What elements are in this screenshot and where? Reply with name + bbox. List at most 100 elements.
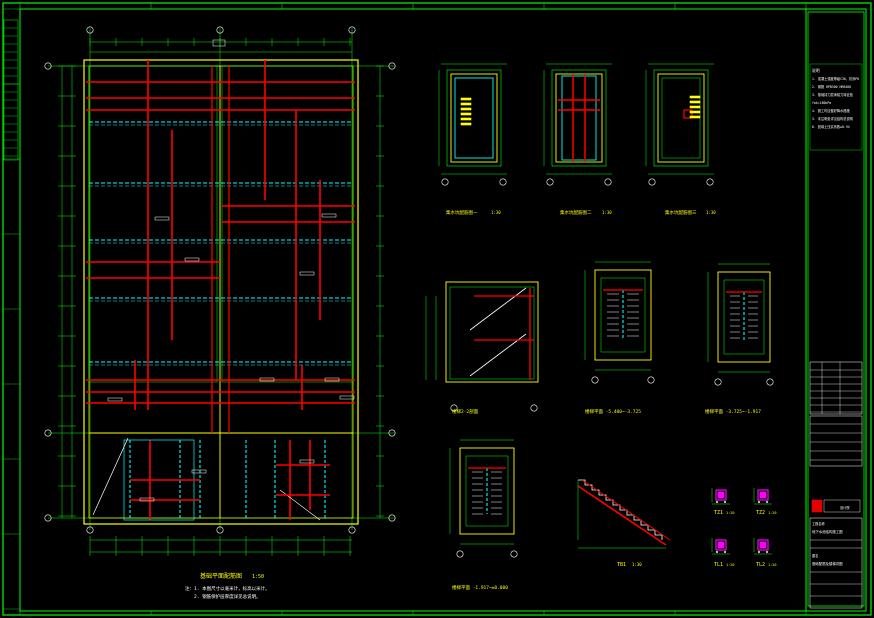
- pit-rebar-cyan: [454, 77, 494, 159]
- project-name: 地下水池结构施工图: [812, 529, 843, 534]
- grid-bubble: [499, 178, 507, 186]
- rebar-tag: [139, 497, 155, 502]
- tb1-title: TB1: [617, 562, 626, 568]
- grid-bubble: [388, 62, 396, 70]
- pit-note-mark: [460, 122, 472, 126]
- rebar-dot: [757, 550, 761, 554]
- pit-section-1-scale: 1:30: [491, 210, 501, 215]
- left-strip-table: [3, 19, 19, 161]
- note-line: 6. 回填土压实系数≥0.94: [812, 124, 850, 129]
- tl1-scale: 1:20: [726, 563, 734, 567]
- grid-bubble: [348, 526, 356, 534]
- grid-bubble: [530, 404, 538, 412]
- pit-wall: [555, 73, 603, 163]
- grid-bubble: [546, 178, 554, 186]
- pit-section-1-title: 集水坑配筋图一: [446, 209, 478, 216]
- pit-note-mark: [460, 112, 472, 116]
- section-hatch-box: [757, 489, 769, 501]
- pit-rebar-cyan: [561, 75, 597, 161]
- axis-label-box: [212, 39, 226, 47]
- grid-bubble: [510, 550, 518, 558]
- rebar-tag: [299, 459, 315, 464]
- rebar-tag: [107, 397, 123, 402]
- pit-wall: [450, 73, 498, 163]
- pit-note-mark: [689, 95, 701, 99]
- pit-note-mark: [689, 105, 701, 109]
- notes-frame: [809, 63, 863, 151]
- small-sections: [577, 479, 772, 555]
- rebar-dot: [757, 500, 761, 504]
- grid-bubble: [44, 429, 52, 437]
- stair-plan-box: [717, 271, 771, 363]
- tb1-rebar-red: [577, 485, 667, 546]
- foundation-plan: [44, 26, 396, 556]
- stair-plan-box: [459, 447, 515, 535]
- pit-outline: [446, 69, 502, 167]
- note-line: 4. 施工时应做好降水措施: [812, 108, 850, 113]
- rebar-tag: [184, 257, 200, 262]
- grid-bubble: [388, 514, 396, 522]
- drawing-label: 图名: [812, 553, 818, 558]
- pit-sections: [438, 63, 714, 186]
- grid-bubble: [86, 26, 94, 34]
- rebar-dot: [723, 500, 727, 504]
- grid-bubble: [456, 550, 464, 558]
- company-logo: [811, 499, 823, 513]
- grid-bubble: [766, 378, 774, 386]
- rebar-tag: [321, 213, 337, 218]
- grid-bubble: [648, 178, 656, 186]
- notes-heading: 说明: [812, 68, 820, 73]
- tb1-steps: [578, 479, 663, 540]
- rebar-dot: [715, 500, 719, 504]
- grid-bubble: [216, 26, 224, 34]
- pit-sump: [683, 109, 693, 119]
- pit-wall: [657, 73, 705, 163]
- stair-plan-inner: [600, 277, 646, 353]
- stair-plan-2-title: 楼梯平面 -3.725~-1.917: [705, 408, 761, 415]
- tl1-title: TL1: [714, 562, 723, 568]
- rebar-dot: [723, 550, 727, 554]
- tank-cell-right: [221, 65, 354, 383]
- grid-bubble: [216, 526, 224, 534]
- grid-bubble: [86, 526, 94, 534]
- tz2-title: TZ2: [756, 510, 765, 516]
- rebar-tag: [339, 395, 355, 400]
- rebar-tag: [154, 216, 170, 221]
- tl2-scale: 1:20: [768, 563, 776, 567]
- section-fill: [759, 491, 767, 499]
- plan-scale: 1:50: [252, 574, 264, 580]
- pit-note-mark: [689, 100, 701, 104]
- section-fill: [717, 541, 725, 549]
- section-fill: [717, 491, 725, 499]
- tz1-title: TZ1: [714, 510, 723, 516]
- stair-plan-inner: [723, 279, 765, 355]
- section-hatch-box: [715, 539, 727, 551]
- stair-plan-3-title: 楼梯平面 -1.917~±0.000: [452, 584, 508, 591]
- tz2-scale: 1:20: [768, 511, 776, 515]
- grid-bubble: [714, 378, 722, 386]
- tank-outer-wall: [83, 59, 359, 525]
- grid-bubble: [706, 178, 714, 186]
- grid-bubble: [647, 376, 655, 384]
- stair-section-title: 楼梯2-2剖面: [452, 408, 479, 415]
- rebar-tag: [299, 271, 315, 276]
- pit-section-3-scale: 1:30: [706, 210, 716, 215]
- grid-bubble: [44, 62, 52, 70]
- pit-note-mark: [460, 97, 472, 101]
- pit-section-2-title: 集水坑配筋图二: [560, 209, 592, 216]
- plan-title: 基础平面配筋图: [200, 572, 242, 580]
- grid-bubble: [348, 26, 356, 34]
- tb1-scale: 1:30: [632, 562, 642, 567]
- pit-note-mark: [689, 110, 701, 114]
- section-hatch-box: [715, 489, 727, 501]
- tl2-title: TL2: [756, 562, 765, 568]
- stair-flight: [469, 333, 527, 377]
- note-line: 5. 未注明处详见结构总说明: [812, 116, 853, 121]
- revision-table: [809, 361, 863, 415]
- tz1-scale: 1:20: [726, 511, 734, 515]
- rebar-tag: [324, 377, 340, 382]
- grid-bubble: [44, 514, 52, 522]
- note-line: 1. 混凝土强度等级C30，抗渗P6: [812, 76, 859, 81]
- note-line: 2. 钢筋 HPB300 HRB400: [812, 84, 851, 89]
